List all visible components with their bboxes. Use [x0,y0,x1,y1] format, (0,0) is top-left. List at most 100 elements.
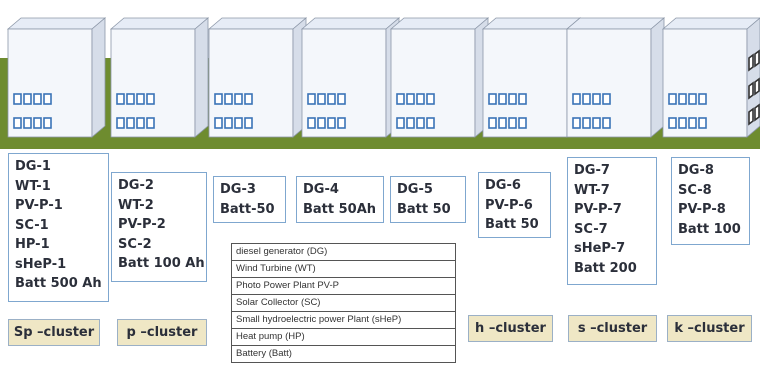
window-icon [317,93,326,105]
window-icon [602,117,611,129]
building-8 [661,17,760,138]
window-icon [508,117,517,129]
window-icon [13,117,22,129]
building-roof [661,17,760,30]
building-side [650,17,665,138]
unit-7-line-2: WT-7 [574,182,610,198]
window-icon [126,117,135,129]
unit-2-line-4: SC-2 [118,236,152,252]
window-icon [136,93,145,105]
window-icon [518,117,527,129]
window-icon [426,93,435,105]
unit-7-line-5: sHeP-7 [574,241,626,256]
window-icon [317,117,326,129]
cluster-label-h: h –cluster [468,315,553,342]
window-icon [582,93,591,105]
unit-2-line-5: Batt 100 Ah [118,256,205,271]
window-icon [43,117,52,129]
unit-6-line-2: PV-P-6 [485,197,533,213]
building-roof [481,17,582,30]
building-roof [6,17,107,30]
window-icon [406,117,415,129]
unit-panel-2: DG-2 WT-2 PV-P-2 SC-2 Batt 100 Ah [111,172,207,282]
window-icon [426,117,435,129]
window-icon [23,93,32,105]
window-icon [396,117,405,129]
unit-8-line-4: Batt 100 [678,221,741,237]
window-icon [602,93,611,105]
window-icon [244,93,253,105]
unit-panel-6: DG-6 PV-P-6 Batt 50 [478,172,551,238]
building-6 [481,17,582,138]
window-icon [337,117,346,129]
unit-2-line-2: WT-2 [118,197,154,213]
unit-1-line-1: DG-1 [15,159,51,174]
window-icon [307,93,316,105]
unit-panel-5: DG-5 Batt 50 [390,176,466,223]
building-1 [6,17,107,138]
unit-5-line-2: Batt 50 [397,201,451,217]
window-icon [572,117,581,129]
building-2 [109,17,210,138]
unit-3-line-1: DG-3 [220,182,256,197]
legend-row-shep: Small hydroelectric power Plant (sHeP) [232,312,455,329]
unit-3-line-2: Batt-50 [220,201,275,217]
unit-1-line-6: sHeP-1 [15,256,67,272]
window-icon [518,93,527,105]
cluster-label-p: p –cluster [117,319,207,346]
window-icon [592,117,601,129]
unit-4-line-2: Batt 50Ah [303,201,377,217]
side-window-icon [748,107,754,126]
unit-1-line-2: WT-1 [15,178,51,194]
side-window-icon [754,77,760,96]
window-icon [678,117,687,129]
window-icon [572,93,581,105]
unit-7-line-1: DG-7 [574,163,610,178]
window-icon [396,93,405,105]
cluster-label-s: s –cluster [568,315,657,342]
unit-1-line-5: HP-1 [15,237,50,252]
building-roof [565,17,666,30]
window-icon [116,93,125,105]
unit-1-line-7: Batt 500 Ah [15,276,102,291]
window-icon [582,117,591,129]
unit-1-line-4: SC-1 [15,217,49,233]
window-icon [488,93,497,105]
window-icon [592,93,601,105]
window-icon [668,93,677,105]
unit-8-line-1: DG-8 [678,163,714,178]
window-icon [688,93,697,105]
building-5 [389,17,490,138]
unit-8-line-3: PV-P-8 [678,202,726,217]
window-icon [33,93,42,105]
window-icon [146,93,155,105]
cluster-label-k: k –cluster [667,315,752,342]
window-icon [327,117,336,129]
window-icon [327,93,336,105]
window-icon [307,117,316,129]
window-icon [337,93,346,105]
window-icon [698,93,707,105]
legend-row-sc: Solar Collector (SC) [232,295,455,312]
window-icon [224,93,233,105]
side-window-icon [748,53,754,72]
building-roof [109,17,210,30]
unit-1-line-3: PV-P-1 [15,198,63,213]
unit-6-line-3: Batt 50 [485,217,539,232]
unit-7-line-3: PV-P-7 [574,202,622,217]
unit-panel-8: DG-8 SC-8 PV-P-8 Batt 100 [671,157,750,245]
building-roof [207,17,308,30]
unit-4-line-1: DG-4 [303,182,339,197]
unit-8-line-2: SC-8 [678,182,712,198]
window-icon [116,117,125,129]
legend-row-hp: Heat pump (HP) [232,329,455,346]
unit-2-line-1: DG-2 [118,178,154,193]
window-icon [498,93,507,105]
side-window-icon [748,81,754,100]
legend-row-pvp: Photo Power Plant PV-P [232,278,455,295]
window-icon [488,117,497,129]
unit-panel-1: DG-1 WT-1 PV-P-1 SC-1 HP-1 sHeP-1 Batt 5… [8,153,109,302]
window-icon [678,93,687,105]
window-icon [416,117,425,129]
unit-5-line-1: DG-5 [397,182,433,197]
